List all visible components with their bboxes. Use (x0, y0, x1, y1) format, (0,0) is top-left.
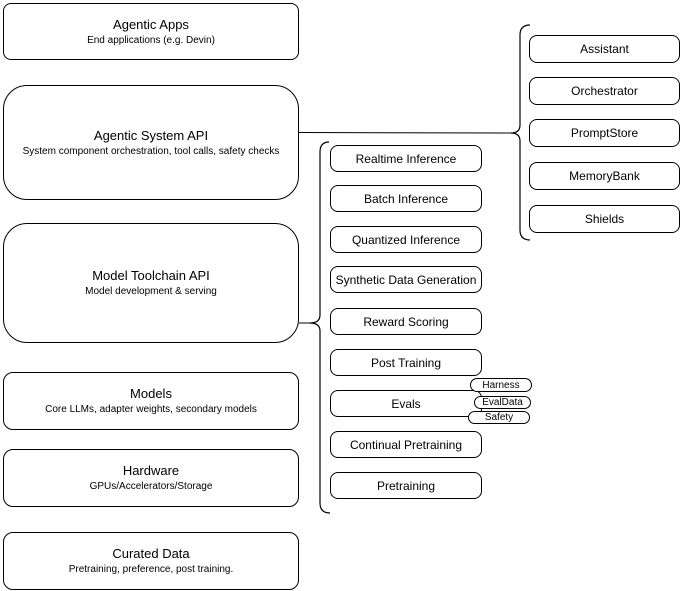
layer-subtitle: GPUs/Accelerators/Storage (89, 481, 213, 492)
layer-title: Agentic Apps (113, 16, 189, 32)
layer-title: Model Toolchain API (92, 268, 210, 283)
layer-subtitle: End applications (e.g. Devin) (87, 34, 215, 46)
layer-agentic-apps: Agentic Apps End applications (e.g. Devi… (3, 3, 299, 60)
chip-label: MemoryBank (569, 169, 640, 183)
toolchain-group-brace (309, 141, 331, 514)
system-group-brace (510, 24, 531, 241)
tag-label: Safety (484, 412, 514, 423)
layer-subtitle: Pretraining, preference, post training. (68, 564, 234, 575)
box-promptstore: PromptStore (529, 119, 680, 147)
chip-label: Reward Scoring (363, 314, 449, 329)
box-batch-inference: Batch Inference (330, 185, 482, 212)
box-synthetic-data-generation: Synthetic Data Generation (330, 266, 482, 293)
chip-label: Post Training (370, 355, 442, 370)
box-shields: Shields (529, 205, 680, 233)
box-assistant: Assistant (529, 35, 680, 63)
chip-label: Orchestrator (571, 84, 638, 98)
chip-label: Pretraining (376, 478, 436, 493)
layer-curated-data: Curated Data Pretraining, preference, po… (3, 532, 299, 590)
box-orchestrator: Orchestrator (529, 77, 680, 105)
chip-label: Assistant (580, 42, 629, 56)
chip-label: PromptStore (570, 126, 639, 140)
box-realtime-inference: Realtime Inference (330, 145, 482, 172)
layer-subtitle: Model development & serving (85, 286, 217, 297)
box-pretraining: Pretraining (330, 472, 482, 499)
layer-hardware: Hardware GPUs/Accelerators/Storage (3, 449, 299, 507)
chip-label: Realtime Inference (355, 151, 457, 166)
tag-harness: Harness (470, 378, 532, 392)
layer-title: Models (130, 386, 172, 401)
chip-label: Quantized Inference (351, 232, 461, 247)
chip-label: Evals (391, 396, 421, 411)
box-continual-pretraining: Continual Pretraining (330, 431, 482, 458)
layer-title: Curated Data (112, 546, 190, 561)
box-memorybank: MemoryBank (529, 162, 680, 190)
box-post-training: Post Training (330, 349, 482, 376)
chip-label: Continual Pretraining (349, 437, 463, 452)
box-reward-scoring: Reward Scoring (330, 308, 482, 335)
box-quantized-inference: Quantized Inference (330, 226, 482, 253)
chip-label: Synthetic Data Generation (335, 272, 477, 287)
layer-subtitle: Core LLMs, adapter weights, secondary mo… (45, 404, 257, 415)
tag-safety: Safety (468, 411, 530, 424)
layer-title: Agentic System API (93, 127, 209, 143)
layer-models: Models Core LLMs, adapter weights, secon… (3, 372, 299, 430)
chip-label: Shields (584, 212, 625, 226)
system-api-connector-line (298, 132, 512, 134)
tag-label: Harness (482, 379, 520, 391)
tag-evaldata: EvalData (474, 396, 531, 409)
box-evals: Evals (330, 390, 482, 417)
chip-label: Batch Inference (363, 191, 449, 206)
layer-subtitle: System component orchestration, tool cal… (22, 145, 280, 157)
tag-label: EvalData (482, 397, 523, 408)
layer-agentic-system-api: Agentic System API System component orch… (3, 85, 299, 200)
layer-model-toolchain-api: Model Toolchain API Model development & … (3, 223, 299, 343)
layer-title: Hardware (122, 463, 180, 478)
